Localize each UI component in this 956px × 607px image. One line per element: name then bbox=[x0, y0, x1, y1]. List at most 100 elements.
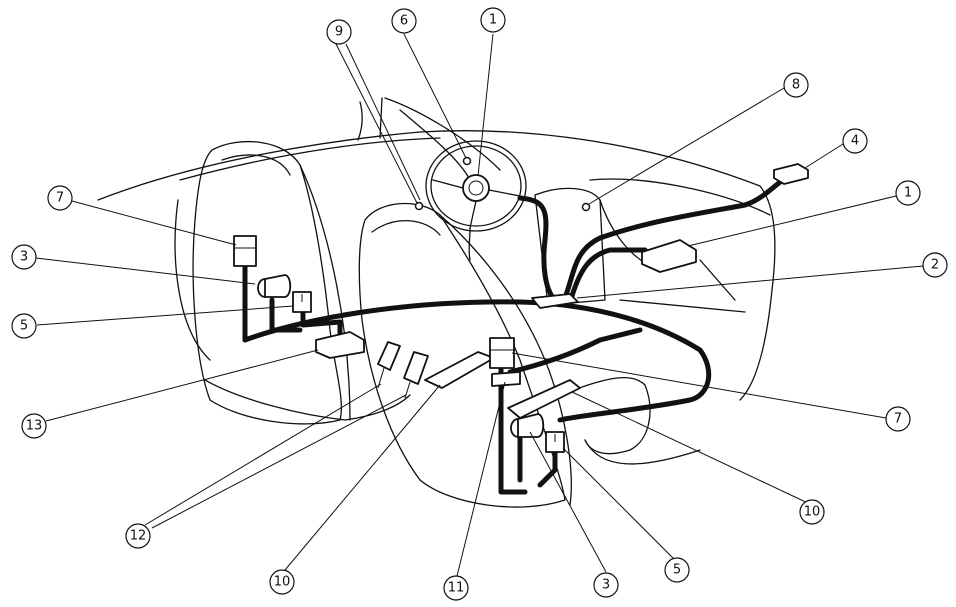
wiring-harness bbox=[242, 175, 788, 495]
component-2 bbox=[531, 293, 579, 309]
a-pillar-left bbox=[357, 101, 363, 141]
leader-2 bbox=[576, 265, 924, 299]
component-13 bbox=[315, 331, 365, 359]
callout-3-left-text: 3 bbox=[20, 250, 28, 265]
callout-6: 6 bbox=[391, 8, 417, 34]
left-seat bbox=[192, 140, 411, 425]
harness-left-3 bbox=[269, 297, 303, 333]
steering-wheel-rim-inner bbox=[430, 145, 522, 227]
harness-left-5 bbox=[300, 309, 343, 328]
leader-7b bbox=[511, 352, 887, 419]
callout-3-left: 3 bbox=[11, 244, 37, 270]
callout-3-bottom-circle bbox=[593, 572, 619, 598]
callout-5-left-circle bbox=[11, 313, 37, 339]
callout-1-top-circle bbox=[480, 7, 506, 33]
leader-11 bbox=[456, 381, 506, 577]
leader-5b bbox=[562, 447, 674, 559]
windshield-frame bbox=[384, 97, 501, 171]
callout-1-right-circle bbox=[895, 180, 921, 206]
component-12-pedal-2 bbox=[403, 351, 429, 385]
callout-7-right: 7 bbox=[885, 406, 911, 432]
callout-10-bottom-circle bbox=[269, 569, 295, 595]
component-11 bbox=[491, 371, 521, 387]
callout-7-right-text: 7 bbox=[894, 412, 902, 427]
steering-spokes bbox=[432, 179, 521, 229]
callout-1-right-text: 1 bbox=[904, 186, 912, 201]
callout-13-circle bbox=[21, 413, 47, 439]
dashboard-shelf bbox=[589, 178, 771, 216]
callout-5-left-text: 5 bbox=[20, 319, 28, 334]
callout-8: 8 bbox=[783, 72, 809, 98]
floor-right-line bbox=[619, 299, 746, 313]
leader-12b bbox=[151, 394, 407, 529]
callout-8-text: 8 bbox=[792, 78, 800, 93]
component-7-right bbox=[489, 337, 515, 369]
right-seat-cushion-edge bbox=[584, 439, 701, 465]
leader-10b bbox=[571, 391, 813, 506]
harness-right-link bbox=[507, 327, 643, 375]
callout-10-right-text: 10 bbox=[804, 505, 821, 520]
callout-10-bottom-text: 10 bbox=[274, 575, 291, 590]
leader-9b bbox=[345, 43, 421, 201]
leader-9 bbox=[335, 43, 418, 204]
callout-11: 11 bbox=[443, 575, 469, 601]
vehicle-outline bbox=[97, 97, 776, 401]
component-3-left bbox=[264, 274, 292, 298]
callout-5-bottom-text: 5 bbox=[673, 563, 681, 578]
callout-13: 13 bbox=[21, 413, 47, 439]
callout-4-text: 4 bbox=[851, 134, 859, 149]
steering-wheel-rim bbox=[425, 140, 527, 232]
callout-12-text: 12 bbox=[130, 529, 147, 544]
steering-wheel bbox=[425, 140, 527, 261]
callout-10-right-circle bbox=[799, 499, 825, 525]
component-7-left bbox=[233, 235, 257, 267]
callout-1-top-text: 1 bbox=[489, 13, 497, 28]
callout-2: 2 bbox=[922, 252, 948, 278]
callout-1-top: 1 bbox=[480, 7, 506, 33]
center-console bbox=[534, 187, 606, 306]
leader-lines bbox=[35, 33, 924, 577]
callout-7-left-circle bbox=[47, 185, 73, 211]
steering-hub-inner bbox=[468, 180, 484, 196]
callout-3-bottom-text: 3 bbox=[602, 578, 610, 593]
callout-13-text: 13 bbox=[26, 419, 43, 434]
harness-right-main bbox=[498, 352, 528, 495]
callouts: 1 1 2 3 3 4 5 5 bbox=[11, 7, 948, 601]
component-4 bbox=[773, 163, 809, 185]
callout-5-bottom-circle bbox=[664, 557, 690, 583]
windshield-frame-2 bbox=[399, 109, 471, 181]
leader-8 bbox=[588, 87, 785, 205]
leader-12a bbox=[144, 383, 382, 526]
left-door-trim bbox=[174, 199, 211, 361]
callout-1-right: 1 bbox=[895, 180, 921, 206]
leader-10a bbox=[284, 384, 441, 571]
left-seat-side bbox=[299, 164, 351, 421]
right-seat-armrest bbox=[559, 377, 651, 455]
callout-4: 4 bbox=[842, 128, 868, 154]
component-10-left bbox=[424, 351, 495, 389]
callout-7-left: 7 bbox=[47, 185, 73, 211]
callout-3-left-circle bbox=[11, 244, 37, 270]
leader-6 bbox=[403, 33, 467, 159]
callout-6-circle bbox=[391, 8, 417, 34]
callout-12-circle bbox=[125, 523, 151, 549]
dash-inner-line bbox=[179, 137, 441, 181]
harness-to-1b bbox=[569, 247, 648, 299]
leader-4 bbox=[804, 143, 844, 169]
harness-dash-to-4 bbox=[562, 175, 788, 301]
callout-11-circle bbox=[443, 575, 469, 601]
callout-3-bottom: 3 bbox=[593, 572, 619, 598]
callout-5-left: 5 bbox=[11, 313, 37, 339]
callout-9-circle bbox=[326, 19, 352, 45]
callout-2-text: 2 bbox=[931, 258, 939, 273]
callout-10-right: 10 bbox=[799, 499, 825, 525]
callout-10-bottom: 10 bbox=[269, 569, 295, 595]
component-1-module bbox=[641, 239, 697, 273]
leader-1b bbox=[687, 195, 897, 247]
sensor-6 bbox=[462, 156, 472, 166]
callout-9-text: 9 bbox=[335, 25, 343, 40]
component-12-pedal-1 bbox=[377, 341, 401, 371]
left-seat-headrest-line bbox=[221, 154, 291, 176]
